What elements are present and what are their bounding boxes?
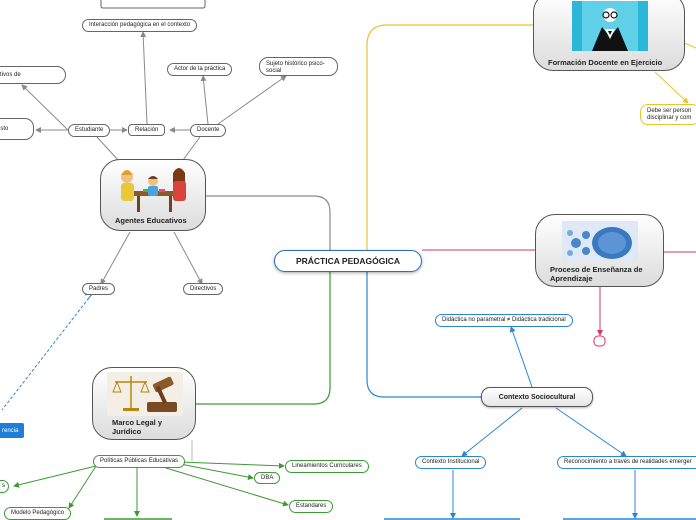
agentes-educativos-title: Agentes Educativos [115, 216, 187, 225]
actor-node[interactable]: Actor de la práctica [167, 63, 233, 76]
directivos-node[interactable]: Directivos [183, 283, 224, 295]
marco-legal-title: Marco Legal y Jurídico [112, 418, 163, 436]
lineamientos-node[interactable]: Lineamientos Curriculares [285, 460, 369, 473]
politicas-node[interactable]: Políticas Públicas Educativas [93, 455, 186, 468]
estandares-node[interactable]: Estandares [289, 500, 334, 513]
marco-left-cut-node[interactable]: s [0, 480, 9, 493]
formacion-docente-card[interactable]: Formación Docente en Ejercicio [533, 0, 685, 71]
agentes-educativos-card[interactable]: Agentes Educativos [100, 159, 206, 231]
contexto-institucional-node[interactable]: Contexto Institucional [415, 456, 487, 469]
didactica-node[interactable]: Didáctica no parametral ≠ Didáctica trad… [435, 314, 573, 327]
contexto-sociocultural-topic[interactable]: Contexto Sociocultural [481, 387, 593, 407]
gavel-illustration [107, 372, 183, 416]
sujeto-node[interactable]: Sujeto histórico psico-social [259, 57, 338, 76]
modelo-node[interactable]: Modelo Pedagógico [4, 507, 72, 520]
marco-legal-card[interactable]: Marco Legal y Jurídico [92, 367, 196, 440]
left-top-node[interactable]: ctivos de [0, 66, 66, 84]
interaccion-node[interactable]: Interacción pedagógica en el contexto [82, 19, 198, 32]
reconocimiento-node[interactable]: Reconocimiento a través de realidades em… [557, 456, 696, 469]
referencia-chip[interactable]: rencia [0, 423, 24, 438]
graduate-illustration [572, 1, 648, 51]
contexto-sociocultural-label: Contexto Sociocultural [498, 393, 576, 401]
branch-yellow [366, 24, 533, 250]
estudiante-node[interactable]: Estudiante [68, 124, 111, 137]
proceso-title: Proceso de Enseñanza de Aprendizaje [550, 265, 643, 283]
branch-blue [366, 272, 482, 398]
branch-green [196, 261, 331, 405]
branch-gray [206, 195, 331, 262]
central-topic[interactable]: PRÁCTICA PEDAGÓGICA [274, 250, 422, 272]
padres-node[interactable]: Padres [82, 283, 116, 295]
formacion-docente-title: Formación Docente en Ejercicio [548, 58, 663, 67]
relacion-node[interactable]: Relación [128, 124, 166, 136]
central-topic-label: PRÁCTICA PEDAGÓGICA [295, 256, 401, 266]
docente-node[interactable]: Docente [190, 124, 227, 137]
family-illustration [113, 165, 193, 215]
dba-node[interactable]: DBA [254, 472, 281, 484]
brain-gears-illustration [562, 221, 638, 261]
proceso-card[interactable]: Proceso de Enseñanza de Aprendizaje [535, 214, 664, 287]
formacion-note[interactable]: Debe ser person disciplinar y com [640, 104, 696, 125]
